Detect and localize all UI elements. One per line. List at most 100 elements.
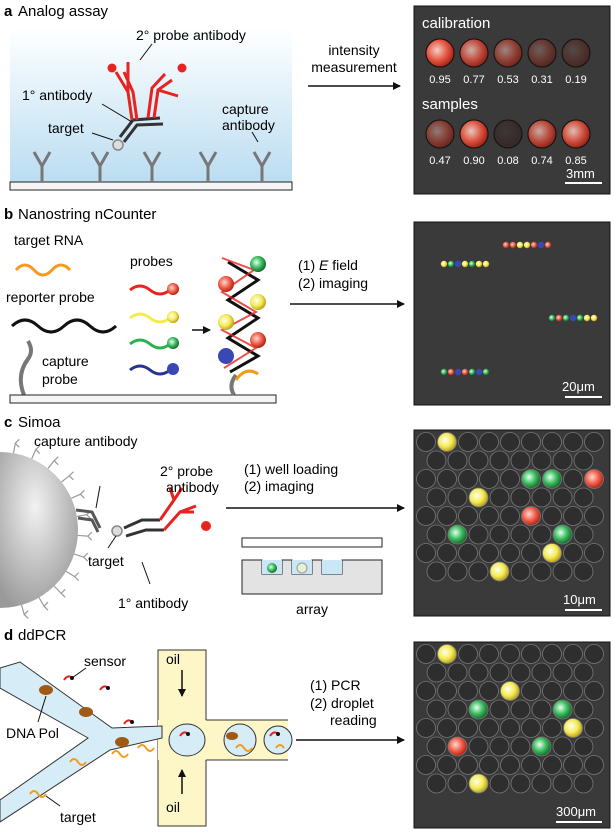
empty-well [521,755,541,775]
empty-well [468,662,489,683]
lit-well [584,469,604,489]
empty-well [584,755,604,775]
intensity-panel [413,5,611,195]
empty-well [510,699,531,720]
empty-well [521,543,541,563]
empty-well [437,543,457,563]
empty-well [573,450,594,471]
empty-well [584,681,604,701]
lit-well [468,699,489,720]
leader-line [101,103,133,123]
well-value: 0.31 [531,74,552,86]
assembled-complex [218,256,266,397]
sensor-label: sensor [84,653,126,669]
empty-well [542,506,562,526]
target-label: target [88,553,124,569]
panel-c-title: Simoa [18,414,61,431]
barcode-spot [475,368,483,376]
target-dna [29,744,285,798]
empty-well [500,506,520,526]
primary-antibody-label: 1° antibody [118,595,188,611]
empty-well [573,699,594,720]
empty-well [458,432,478,452]
barcode-spot [509,241,517,249]
barcodes [440,241,598,376]
empty-well [500,644,520,664]
empty-well [500,543,520,563]
barcode-spot [590,314,598,322]
capture-probe-strand [18,339,33,396]
empty-well [531,450,552,471]
empty-well [426,450,447,471]
oil-bottom-label: oil [166,799,180,815]
empty-well [437,469,457,489]
empty-well [573,487,594,508]
empty-well [521,681,541,701]
leader-line [251,131,259,143]
panel-c-letter: c [4,414,12,431]
leader-line [139,43,153,61]
empty-well [426,561,447,582]
step-2-label: (2) droplet [310,695,374,711]
capture-antibody [198,151,218,182]
reporter-probe-label: reporter probe [6,289,95,305]
panel-a: a Analog assay 2° probe antibody 1° anti… [4,3,611,195]
empty-well [426,662,447,683]
barcode-spot [475,260,483,268]
empty-well [531,487,552,508]
empty-well [489,450,510,471]
bead-antibody [61,471,74,483]
empty-well [468,524,489,545]
empty-well [447,561,468,582]
empty-well [416,432,436,452]
calibration-title: calibration [422,15,490,32]
red-probe-tag [167,283,179,295]
leader-line [91,132,114,141]
empty-well [416,644,436,664]
well-value: 0.47 [429,155,450,167]
empty-well [510,524,531,545]
polymerase-molecules [39,685,238,747]
panel-b: b Nanostring nCounter target RNA reporte… [4,206,611,406]
empty-well [437,718,457,738]
barcode-spot [461,368,469,376]
lit-well [521,506,541,526]
bead-antibody [47,456,59,469]
lit-well [437,432,457,452]
lit-well [521,469,541,489]
empty-well [500,718,520,738]
green-probe-tag [167,337,179,349]
step-2-label: (2) imaging [244,478,314,494]
probe-label-dot [177,63,187,73]
target-label: target [60,809,96,825]
capture-antibody [142,151,162,182]
barcode-spot [461,260,469,268]
empty-well [458,644,478,664]
lit-well [552,524,573,545]
empty-well [510,736,531,757]
empty-well [552,662,573,683]
well-value: 0.90 [463,155,484,167]
intensity-well [493,38,523,68]
nanostring-surface [9,394,277,404]
barcode-spot [440,368,448,376]
empty-well [531,524,552,545]
target-rna-strand [14,263,72,277]
leader-line [71,667,87,679]
bead-surface-antibodies [12,438,93,620]
barcode-spot [468,260,476,268]
empty-well [479,681,499,701]
bead-in-well [296,562,308,574]
barcode-spot [454,260,462,268]
empty-well [468,736,489,757]
barcode-spot [548,314,556,322]
barcode-spot [530,241,538,249]
step-3-label: reading [330,712,377,728]
reporter-probe-strand [10,318,118,334]
empty-well [437,506,457,526]
lit-well [468,773,489,794]
empty-well [584,644,604,664]
simoa-wells [416,432,604,582]
